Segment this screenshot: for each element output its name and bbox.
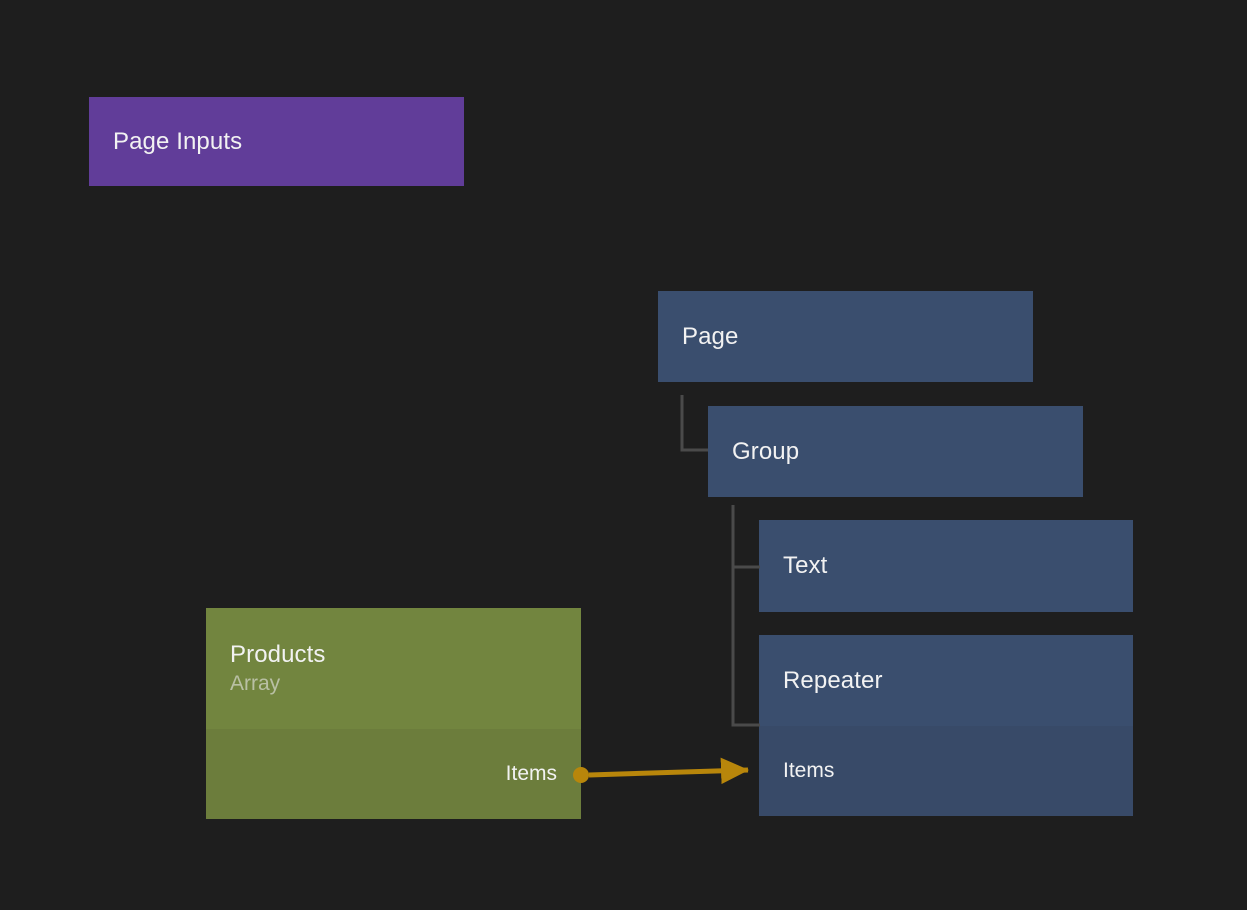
- tree-connector-page-to-group: [680, 395, 708, 452]
- node-repeater-port-items-label: Items: [783, 759, 835, 782]
- node-repeater-header: Repeater: [759, 635, 1133, 726]
- node-products-subtitle: Array: [230, 672, 281, 695]
- node-page-header: Page: [658, 291, 1033, 382]
- node-page-inputs[interactable]: Page Inputs: [89, 97, 464, 186]
- node-products-port-items-label: Items: [505, 762, 557, 785]
- node-products[interactable]: Products Array Items: [206, 608, 581, 819]
- node-repeater[interactable]: Repeater Items: [759, 635, 1133, 816]
- node-page[interactable]: Page: [658, 291, 1033, 382]
- node-repeater-port-items[interactable]: Items: [759, 726, 1133, 816]
- node-page-inputs-title: Page Inputs: [113, 127, 243, 155]
- node-products-title: Products: [230, 641, 326, 668]
- node-page-title: Page: [682, 322, 739, 350]
- node-page-inputs-header: Page Inputs: [89, 97, 464, 186]
- link-products-items-to-repeater-items[interactable]: [588, 757, 749, 785]
- node-group-title: Group: [732, 437, 800, 465]
- node-group[interactable]: Group: [708, 406, 1083, 497]
- node-repeater-title: Repeater: [783, 666, 883, 694]
- node-products-port-items[interactable]: Items: [206, 729, 581, 819]
- node-text-title: Text: [783, 552, 828, 579]
- tree-connector-group-trunk: [731, 505, 760, 727]
- node-text-header: Text: [759, 520, 1133, 612]
- node-text[interactable]: Text: [759, 520, 1133, 612]
- node-products-header: Products Array: [206, 608, 581, 729]
- node-group-header: Group: [708, 406, 1083, 497]
